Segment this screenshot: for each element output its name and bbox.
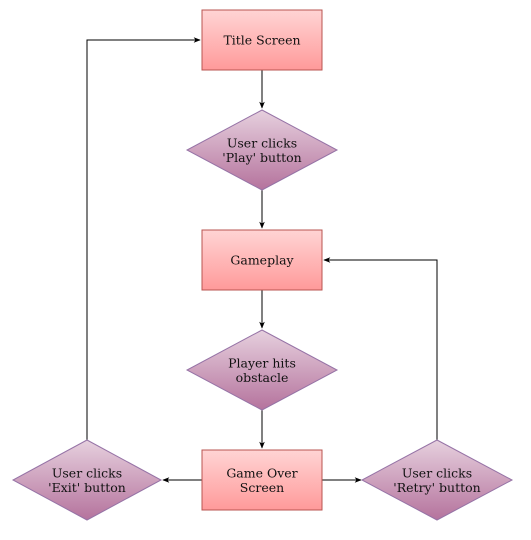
node-label-line: 'Retry' button [393, 480, 480, 495]
decision-diamond [185, 329, 339, 411]
process-box [201, 449, 323, 511]
edges [86, 37, 438, 483]
node-label-line: User clicks [52, 465, 122, 480]
node-label-line: obstacle [236, 370, 289, 385]
node-label-line: 'Play' button [222, 150, 301, 165]
decision-diamond [360, 439, 514, 521]
process-box [201, 229, 323, 291]
node-label-line: Game Over [226, 465, 297, 480]
process-box [201, 9, 323, 71]
node-retry-decision: User clicks'Retry' button [360, 439, 514, 521]
node-gameplay: Gameplay [201, 229, 323, 291]
node-label-line: Gameplay [230, 253, 294, 268]
decision-diamond [185, 109, 339, 191]
node-label-line: User clicks [227, 135, 297, 150]
node-exit-decision: User clicks'Exit' button [11, 439, 163, 521]
edge-exit-decision-to-title-screen [86, 37, 201, 440]
node-label-line: User clicks [402, 465, 472, 480]
node-label-line: Title Screen [223, 33, 300, 48]
node-label-line: 'Exit' button [48, 480, 126, 495]
node-label-line: Screen [240, 480, 284, 495]
node-label-line: Player hits [228, 355, 296, 370]
edge-retry-decision-to-gameplay [323, 257, 438, 440]
node-title-screen: Title Screen [201, 9, 323, 71]
node-play-decision: User clicks'Play' button [185, 109, 339, 191]
decision-diamond [11, 439, 163, 521]
